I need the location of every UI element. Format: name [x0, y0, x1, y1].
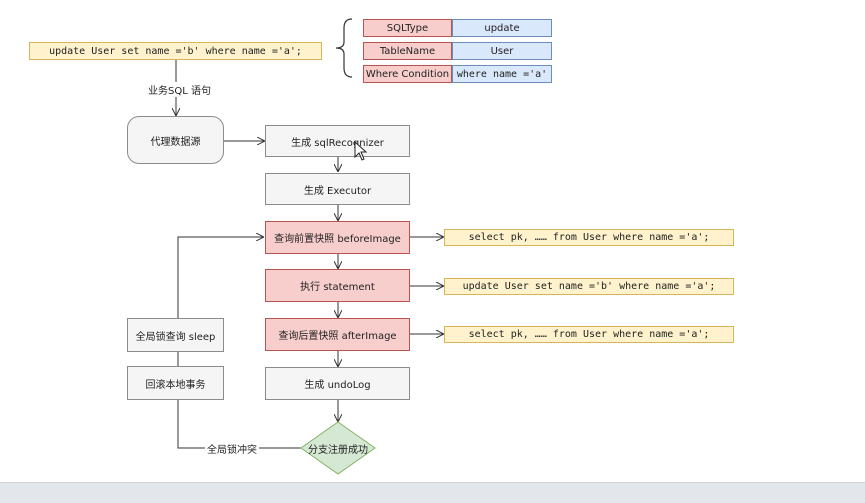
- before-image-node: 查询前置快照 beforeImage: [265, 221, 410, 254]
- exec-statement-node: 执行 statement: [265, 269, 410, 302]
- mouse-pointer-icon: [354, 141, 368, 161]
- bottom-status-bar: [0, 482, 865, 503]
- after-query-box: select pk, …… from User where name ='a';: [444, 326, 734, 343]
- sql-statement-box: update User set name ='b' where name ='a…: [29, 42, 322, 60]
- branch-register-diamond: [300, 421, 376, 475]
- curly-brace: [335, 18, 353, 78]
- before-query-box: select pk, …… from User where name ='a';: [444, 229, 734, 246]
- meta-value-sqltype: update: [452, 19, 552, 37]
- gen-recognizer-node: 生成 sqlRecognizer: [265, 125, 410, 157]
- gen-undolog-node: 生成 undoLog: [265, 367, 410, 400]
- proxy-datasource-node: 代理数据源: [127, 116, 224, 164]
- rollback-local-node: 回滚本地事务: [127, 366, 224, 400]
- canvas: SQLType update TableName User Where Cond…: [29, 18, 734, 475]
- meta-value-tablename: User: [452, 42, 552, 60]
- meta-key-tablename: TableName: [363, 42, 452, 60]
- after-image-node: 查询后置快照 afterImage: [265, 318, 410, 351]
- meta-key-sqltype: SQLType: [363, 19, 452, 37]
- meta-key-where: Where Condition: [363, 65, 452, 83]
- statement-query-box: update User set name ='b' where name ='a…: [444, 278, 734, 295]
- global-lock-sleep-node: 全局锁查询 sleep: [127, 318, 224, 352]
- gen-executor-node: 生成 Executor: [265, 173, 410, 205]
- meta-value-where: where name ='a': [452, 65, 552, 83]
- business-sql-label: 业务SQL 语句: [146, 82, 213, 97]
- branch-register-label: 分支注册成功: [308, 444, 368, 456]
- global-lock-conflict-label: 全局锁冲突: [205, 441, 259, 456]
